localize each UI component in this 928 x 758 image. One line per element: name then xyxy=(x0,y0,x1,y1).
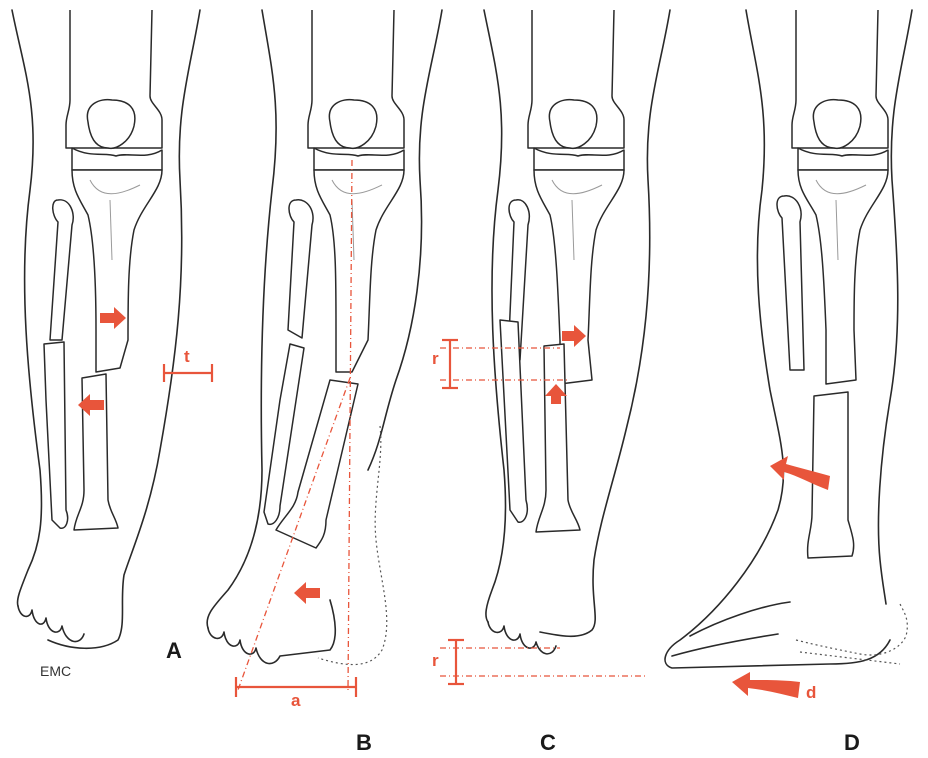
panel-b: a B xyxy=(207,10,442,755)
panel-b-letter: B xyxy=(356,730,372,755)
credit-label: EMC xyxy=(40,663,71,679)
panel-c-fibula-lower xyxy=(500,320,527,522)
panel-a-fibula-lower xyxy=(44,342,68,528)
panel-c-shortening-label-lower: r xyxy=(432,651,439,670)
panel-c-shortening-marker-lower: r xyxy=(432,640,646,684)
panel-b-knee-joint xyxy=(314,148,404,170)
panel-d-original-foot-outline xyxy=(796,604,907,664)
panel-d-rotation-arrow-lower xyxy=(732,672,800,698)
panel-d-knee-joint xyxy=(798,148,888,170)
panel-b-angulation-marker: a xyxy=(236,677,356,710)
panel-c-shortening-label-upper: r xyxy=(432,349,439,368)
panel-d-foot-detail xyxy=(672,602,790,656)
panel-b-tibia-upper xyxy=(314,170,404,372)
panel-c: r r C xyxy=(432,10,670,755)
panel-a-letter: A xyxy=(166,638,182,663)
panel-a: t EMC A xyxy=(12,10,212,679)
panel-a-toes xyxy=(18,606,84,642)
panel-d-rotation-label: d xyxy=(806,683,816,702)
panel-c-toes xyxy=(488,622,556,654)
panel-b-arrow-left xyxy=(294,582,320,604)
panel-d: d D xyxy=(665,10,912,755)
panel-a-tibia-upper xyxy=(72,170,162,372)
panel-d-fibula-upper xyxy=(777,196,804,370)
panel-a-translation-label: t xyxy=(184,347,190,366)
panel-b-fibula-upper xyxy=(288,200,313,338)
panel-b-toes xyxy=(208,600,335,664)
panel-b-angulation-label: a xyxy=(291,691,301,710)
panel-a-fibula-upper xyxy=(50,200,73,340)
panel-d-letter: D xyxy=(844,730,860,755)
panel-c-letter: C xyxy=(540,730,556,755)
panel-a-tibia-lower xyxy=(74,374,118,530)
panel-d-tibia-upper xyxy=(798,170,888,384)
panel-c-knee-joint xyxy=(534,148,624,170)
panel-a-knee-joint xyxy=(72,148,162,170)
